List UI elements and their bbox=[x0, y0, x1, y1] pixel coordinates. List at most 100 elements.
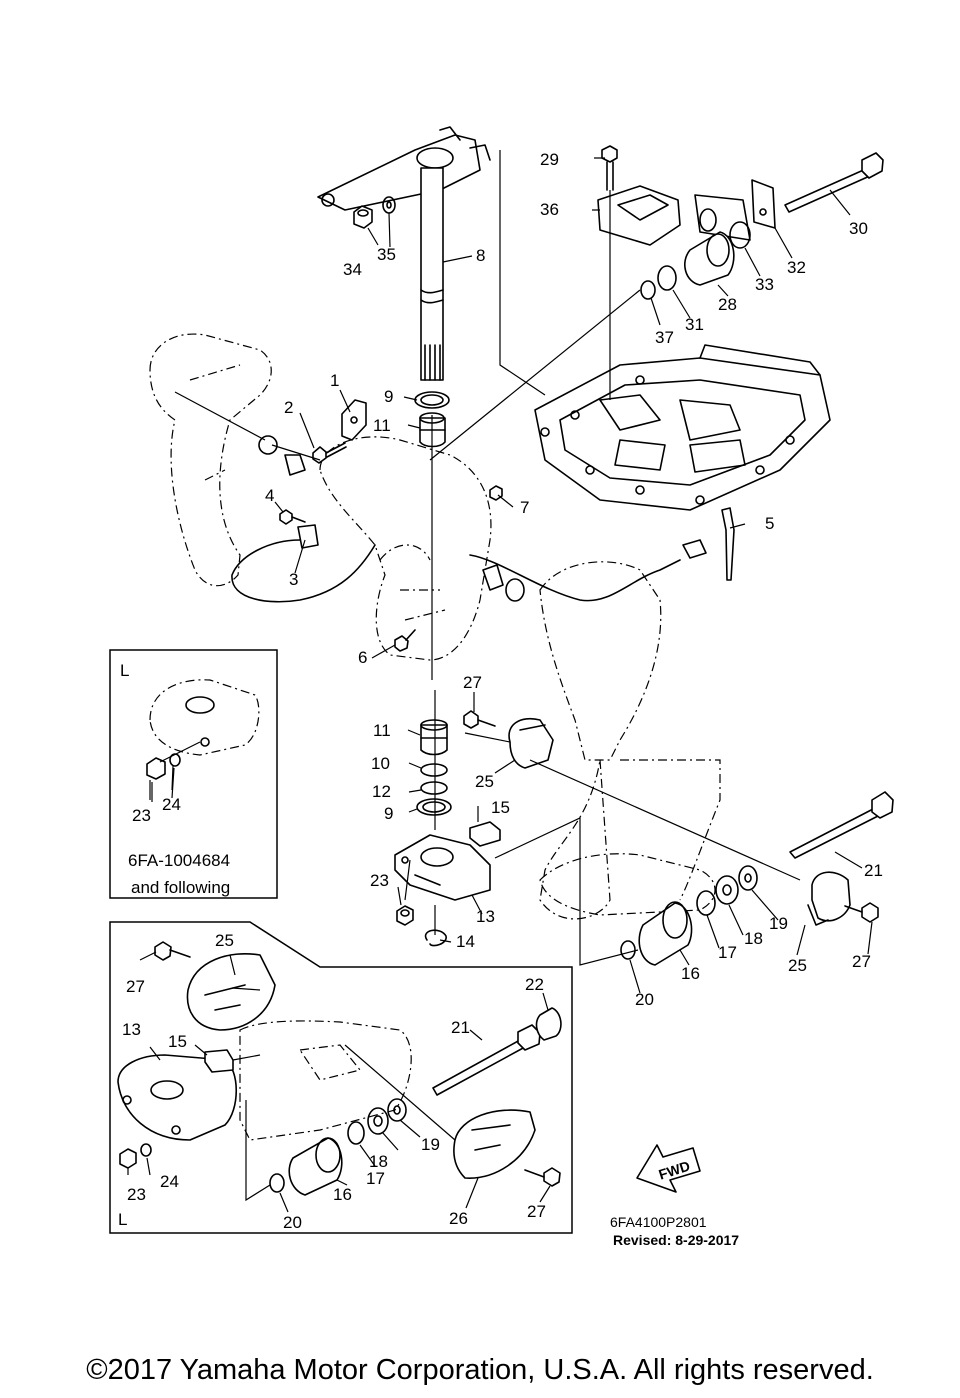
callout-14: 14 bbox=[456, 932, 475, 951]
callout-23-inset-bottom: 23 bbox=[127, 1185, 146, 1204]
callout-6: 6 bbox=[358, 648, 367, 667]
callout-33: 33 bbox=[755, 275, 774, 294]
inset-bolt-27-b bbox=[524, 1167, 561, 1187]
connector bbox=[682, 539, 707, 559]
bolt-6 bbox=[394, 629, 416, 652]
clamp-3 bbox=[297, 524, 319, 549]
bolt-27-upper bbox=[463, 710, 496, 729]
inset-washer-20 bbox=[269, 1173, 285, 1193]
callout-18-inset: 18 bbox=[369, 1152, 388, 1171]
swivel-bracket-ghost bbox=[149, 333, 272, 587]
callout-26: 26 bbox=[449, 1209, 468, 1228]
inset-lower-bracket-ghost bbox=[239, 1020, 412, 1141]
inset-washer-24-b bbox=[140, 1143, 152, 1157]
callout-27-upper: 27 bbox=[463, 673, 482, 692]
inset-bolt-27-a bbox=[154, 941, 191, 961]
callout-25-right: 25 bbox=[788, 956, 807, 975]
bracket-ghost-inner bbox=[189, 364, 241, 481]
plate-33 bbox=[694, 194, 751, 249]
washer-20-upper bbox=[620, 940, 636, 960]
callout-35: 35 bbox=[377, 245, 396, 264]
bracket-1 bbox=[341, 399, 367, 441]
callout-7: 7 bbox=[520, 498, 529, 517]
cable-tie-5 bbox=[721, 507, 735, 581]
connector-lines bbox=[174, 150, 801, 966]
inset-note-line2: and following bbox=[131, 878, 230, 897]
washer-19-upper bbox=[738, 865, 758, 891]
callout-1: 1 bbox=[330, 371, 339, 390]
callout-4: 4 bbox=[265, 486, 274, 505]
callout-5: 5 bbox=[765, 514, 774, 533]
mount-inner-ghost bbox=[379, 544, 446, 621]
washer-9-upper bbox=[414, 391, 450, 409]
diagram-reference: 6FA4100P2801 bbox=[610, 1214, 707, 1230]
nut-7 bbox=[489, 485, 503, 501]
inset-stopper-15 bbox=[204, 1049, 234, 1073]
midsection-ghost bbox=[539, 759, 721, 920]
callout-31: 31 bbox=[685, 315, 704, 334]
callout-15-inset: 15 bbox=[168, 1032, 187, 1051]
o-ring-12 bbox=[420, 781, 448, 795]
bracket-lower-ghost bbox=[539, 853, 716, 916]
circlip-14 bbox=[424, 929, 447, 947]
callout-21-inset: 21 bbox=[451, 1018, 470, 1037]
callout-13-center: 13 bbox=[476, 907, 495, 926]
collar-37 bbox=[640, 280, 656, 300]
inset-left-variant-box bbox=[109, 921, 573, 1234]
callout-leaders bbox=[127, 157, 873, 1213]
bolt-4 bbox=[279, 509, 306, 525]
callout-12: 12 bbox=[372, 782, 391, 801]
callout-17-inset: 17 bbox=[366, 1169, 385, 1188]
bolt-27-right bbox=[844, 902, 879, 923]
callout-25-upper: 25 bbox=[475, 772, 494, 791]
inset-rubber-cover-26 bbox=[453, 1109, 536, 1179]
callout-8: 8 bbox=[476, 246, 485, 265]
callout-29: 29 bbox=[540, 150, 559, 169]
callout-20-upper: 20 bbox=[635, 990, 654, 1009]
callout-20-inset: 20 bbox=[283, 1213, 302, 1232]
callout-16-inset: 16 bbox=[333, 1185, 352, 1204]
inset-corner-label-bottom: L bbox=[118, 1210, 127, 1229]
steering-arm bbox=[317, 126, 491, 211]
washer-18-upper bbox=[715, 875, 739, 905]
callout-32: 32 bbox=[787, 258, 806, 277]
inset-corner-label-top: L bbox=[120, 661, 129, 680]
callout-23-inset-top: 23 bbox=[132, 806, 151, 825]
callout-36: 36 bbox=[540, 200, 559, 219]
callout-24-inset-top: 24 bbox=[162, 795, 181, 814]
inset-nut-23 bbox=[146, 757, 166, 780]
washer-9-lower bbox=[416, 798, 452, 816]
inset-washer-18 bbox=[367, 1107, 389, 1135]
upper-mount-cover-36 bbox=[597, 185, 681, 246]
callout-15-center: 15 bbox=[491, 798, 510, 817]
inset-connector-lines bbox=[231, 987, 456, 1202]
copyright-notice: ©2017 Yamaha Motor Corporation, U.S.A. A… bbox=[86, 1354, 874, 1386]
callout-22: 22 bbox=[525, 975, 544, 994]
bolt-29 bbox=[601, 145, 618, 191]
washer-31 bbox=[657, 265, 677, 291]
callout-3: 3 bbox=[289, 570, 298, 589]
callout-11-lower: 11 bbox=[373, 721, 391, 740]
callout-19-upper: 19 bbox=[769, 914, 788, 933]
inset-washer-17 bbox=[347, 1121, 365, 1145]
inset-lower-bracket-detail bbox=[298, 1044, 362, 1081]
through-bolt-21-upper bbox=[789, 791, 894, 859]
callout-21-upper: 21 bbox=[864, 861, 883, 880]
nut-23-center bbox=[396, 905, 414, 926]
callout-23-center: 23 bbox=[370, 871, 389, 890]
mount-rubber-16-upper bbox=[638, 901, 693, 966]
callout-9-upper: 9 bbox=[384, 387, 393, 406]
collar-ghost bbox=[258, 435, 306, 476]
o-ring-10 bbox=[420, 763, 448, 777]
exhaust-guide bbox=[534, 344, 831, 511]
steering-shaft bbox=[420, 167, 444, 381]
rubber-cover-25-right bbox=[807, 871, 851, 926]
mount-rubber-28 bbox=[684, 231, 735, 286]
inset-mount-housing bbox=[149, 679, 260, 756]
callout-13-inset: 13 bbox=[122, 1020, 141, 1039]
inset-through-bolt-21 bbox=[432, 1024, 541, 1096]
washer-17-upper bbox=[696, 890, 716, 916]
callout-25-inset: 25 bbox=[215, 931, 234, 950]
callout-27-inset-a: 27 bbox=[126, 977, 145, 996]
callout-34: 34 bbox=[343, 260, 362, 279]
